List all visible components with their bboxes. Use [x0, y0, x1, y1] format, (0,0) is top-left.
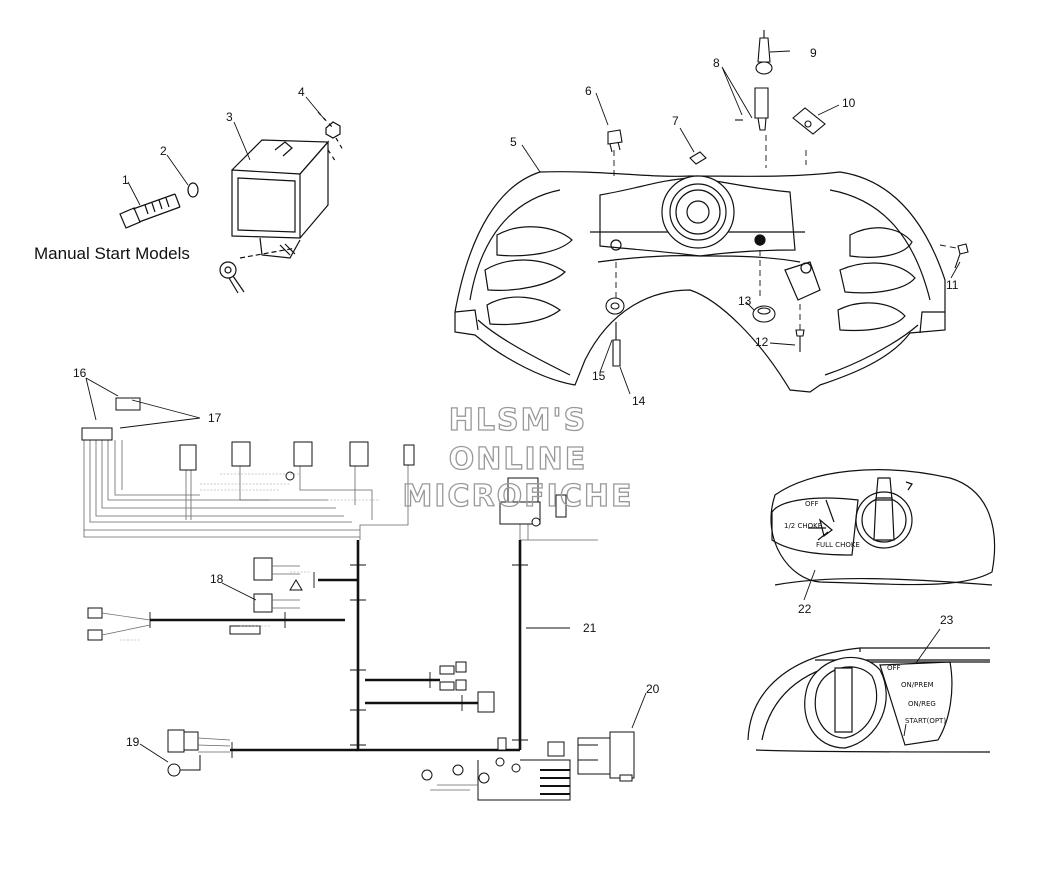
bolt-part-1 — [119, 193, 181, 229]
cdi-box-part-3 — [231, 139, 330, 259]
callout-16: 16 — [73, 366, 87, 380]
callout-17: 17 — [208, 411, 222, 425]
knob-part-6 — [607, 129, 623, 153]
watermark: HLSM'S ONLINE MICROFICHE — [402, 402, 634, 514]
choke-half-label: 1/2 CHOKE — [784, 522, 822, 530]
junction-block — [421, 737, 571, 801]
callout-2: 2 — [160, 144, 167, 158]
callout-20: 20 — [646, 682, 660, 696]
grommet-part-15 — [605, 297, 625, 315]
callout-3: 3 — [226, 110, 233, 124]
socket-part-14 — [612, 322, 621, 367]
harness-leaders — [85, 377, 647, 763]
callout-5: 5 — [510, 135, 517, 149]
callout-11: 11 — [946, 278, 959, 292]
wire-annotations — [120, 473, 380, 641]
clip-part-7 — [689, 151, 707, 165]
callout-4: 4 — [298, 85, 305, 99]
manual-start-heading: Manual Start Models — [34, 244, 190, 263]
hood-assembly-part-5 — [454, 171, 946, 393]
watermark-line-1: HLSM'S — [449, 403, 587, 438]
callout-12: 12 — [755, 335, 769, 349]
choke-labels: OFF 1/2 CHOKE FULL CHOKE — [784, 500, 860, 549]
callout-9: 9 — [810, 46, 817, 60]
choke-panel-part-22 — [770, 469, 996, 601]
callout-19: 19 — [126, 735, 140, 749]
callout-23: 23 — [940, 613, 954, 627]
nut-part-4 — [317, 111, 344, 163]
callout-18: 18 — [210, 572, 224, 586]
left-connectors — [87, 607, 151, 641]
switch-labels: OFF ON/PREM ON/REG START(OPT) — [887, 664, 946, 725]
callout-14: 14 — [632, 394, 646, 408]
upper-harness — [83, 440, 598, 541]
cdi-box-assembly — [119, 96, 344, 294]
callout-13: 13 — [738, 294, 752, 308]
watermark-line-3: MICROFICHE — [403, 479, 634, 514]
harness-ticks — [149, 564, 528, 758]
callout-22: 22 — [798, 602, 812, 616]
connector-part-18 — [229, 557, 303, 635]
right-connectors — [439, 661, 495, 713]
lamp-part-9 — [755, 30, 773, 75]
connector-part-20 — [577, 731, 635, 782]
switch-start-label: START(OPT) — [905, 717, 946, 725]
callout-6: 6 — [585, 84, 592, 98]
ring-terminal — [219, 247, 297, 294]
choke-off-label: OFF — [805, 500, 819, 508]
callout-7: 7 — [672, 114, 679, 128]
callout-8: 8 — [713, 56, 720, 70]
plug-part-19 — [167, 729, 231, 777]
grommet-part-13 — [752, 305, 776, 323]
key-switch-panel-part-23 — [747, 628, 991, 753]
bulb-part-8 — [735, 87, 769, 131]
wiring-harness — [81, 377, 647, 801]
switch-on-prem-label: ON/PREM — [901, 681, 934, 689]
switch-off-label: OFF — [887, 664, 901, 672]
bracket-part-10 — [792, 107, 826, 135]
main-harness — [150, 540, 522, 752]
callout-1: 1 — [122, 173, 129, 187]
callout-numbers: 1 2 3 4 5 6 7 8 9 10 11 12 13 14 15 16 1… — [73, 46, 959, 749]
screw-part-11 — [954, 243, 969, 269]
screw-part-12 — [795, 329, 805, 352]
washer-part-2 — [187, 182, 199, 198]
watermark-line-2: ONLINE — [449, 442, 588, 477]
hood-hardware — [521, 30, 969, 395]
callout-21: 21 — [583, 621, 597, 635]
callout-15: 15 — [592, 369, 606, 383]
callout-10: 10 — [842, 96, 856, 110]
switch-on-reg-label: ON/REG — [908, 700, 936, 708]
choke-full-label: FULL CHOKE — [816, 541, 860, 549]
